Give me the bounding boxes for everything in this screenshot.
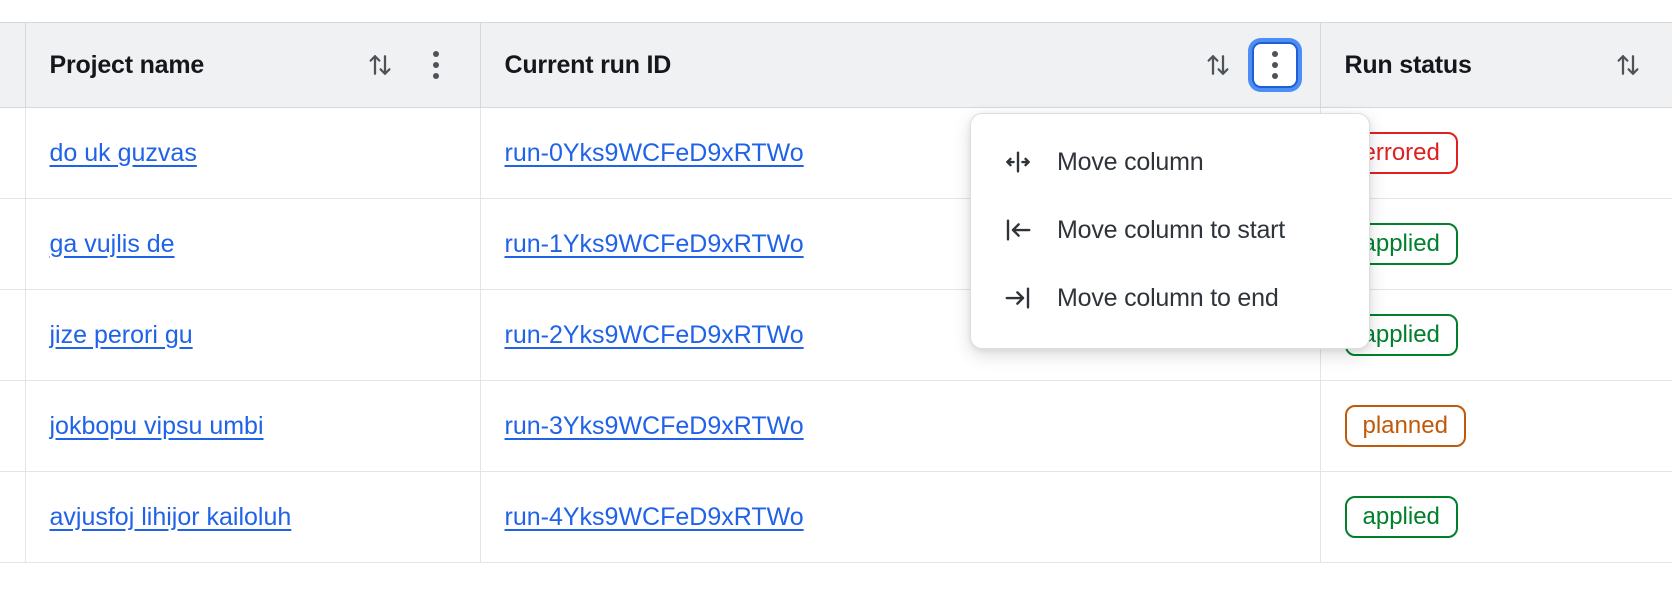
run-status-cell: applied xyxy=(1320,198,1672,290)
project-name-cell: jize perori gu xyxy=(25,289,481,381)
menu-item-move-column-to-start[interactable]: Move column to start xyxy=(971,196,1369,264)
run-status-cell: applied xyxy=(1320,471,1672,563)
project-name-cell: jokbopu vipsu umbi xyxy=(25,380,481,472)
table-row: avjusfoj lihijor kailoluh run-4Yks9WCFeD… xyxy=(0,471,1672,563)
run-id-link[interactable]: run-1Yks9WCFeD9xRTWo xyxy=(504,229,804,258)
move-column-to-end-icon xyxy=(1001,281,1035,315)
project-link[interactable]: jize perori gu xyxy=(49,320,193,349)
project-link[interactable]: jokbopu vipsu umbi xyxy=(49,411,264,440)
row-select-cell[interactable] xyxy=(0,107,26,199)
menu-item-move-column[interactable]: Move column xyxy=(971,128,1369,196)
project-link[interactable]: ga vujlis de xyxy=(49,229,175,258)
header-row: Project name xyxy=(0,22,1672,108)
sort-button-current-run-id[interactable] xyxy=(1196,43,1240,87)
column-header-select xyxy=(0,22,26,108)
row-select-cell[interactable] xyxy=(0,380,26,472)
project-name-cell: do uk guzvas xyxy=(25,107,481,199)
row-select-cell[interactable] xyxy=(0,289,26,381)
table-row: jize perori gu run-2Yks9WCFeD9xRTWo appl… xyxy=(0,289,1672,381)
sort-icon xyxy=(1617,55,1639,75)
menu-item-label: Move column xyxy=(1057,147,1204,176)
menu-item-label: Move column to start xyxy=(1057,215,1286,244)
run-id-link[interactable]: run-3Yks9WCFeD9xRTWo xyxy=(504,411,804,440)
run-id-link[interactable]: run-2Yks9WCFeD9xRTWo xyxy=(504,320,804,349)
column-menu-button-current-run-id[interactable] xyxy=(1251,42,1298,88)
column-menu-button-project-name[interactable] xyxy=(414,43,458,87)
sort-icon xyxy=(1207,55,1228,75)
overflow-menu-vertical-icon xyxy=(1271,51,1278,79)
column-header-current-run-id: Current run ID xyxy=(480,22,1321,108)
menu-item-label: Move column to end xyxy=(1057,283,1279,312)
overflow-menu-vertical-icon xyxy=(432,51,439,79)
sort-icon xyxy=(369,55,390,75)
column-header-label-current-run-id: Current run ID xyxy=(504,50,672,79)
table-row: jokbopu vipsu umbi run-3Yks9WCFeD9xRTWo … xyxy=(0,380,1672,472)
menu-item-move-column-to-end[interactable]: Move column to end xyxy=(971,264,1369,332)
project-name-cell: avjusfoj lihijor kailoluh xyxy=(25,471,481,563)
row-select-cell[interactable] xyxy=(0,198,26,290)
column-header-label-project-name: Project name xyxy=(49,50,205,79)
sort-button-project-name[interactable] xyxy=(358,43,402,87)
project-link[interactable]: do uk guzvas xyxy=(49,138,197,167)
run-status-cell: planned xyxy=(1320,380,1672,472)
status-badge: applied xyxy=(1344,314,1458,356)
run-status-cell: errored xyxy=(1320,107,1672,199)
move-column-to-start-icon xyxy=(1001,213,1035,247)
projects-table: Project name xyxy=(0,22,1672,563)
run-status-cell: applied xyxy=(1320,289,1672,381)
column-options-menu: Move column Move column to start Move co… xyxy=(970,113,1370,349)
column-header-label-run-status: Run status xyxy=(1344,50,1472,79)
row-select-cell[interactable] xyxy=(0,471,26,563)
table-body: do uk guzvas run-0Yks9WCFeD9xRTWo errore… xyxy=(0,107,1672,563)
current-run-id-cell: run-3Yks9WCFeD9xRTWo xyxy=(480,380,1321,472)
move-column-icon xyxy=(1001,145,1035,179)
status-badge: planned xyxy=(1344,405,1466,447)
table-row: ga vujlis de run-1Yks9WCFeD9xRTWo applie… xyxy=(0,198,1672,290)
table-row: do uk guzvas run-0Yks9WCFeD9xRTWo errore… xyxy=(0,107,1672,199)
project-name-cell: ga vujlis de xyxy=(25,198,481,290)
column-header-project-name: Project name xyxy=(25,22,481,108)
project-link[interactable]: avjusfoj lihijor kailoluh xyxy=(49,502,292,531)
run-id-link[interactable]: run-4Yks9WCFeD9xRTWo xyxy=(504,502,804,531)
run-id-link[interactable]: run-0Yks9WCFeD9xRTWo xyxy=(504,138,804,167)
column-header-run-status: Run status xyxy=(1320,22,1672,108)
current-run-id-cell: run-4Yks9WCFeD9xRTWo xyxy=(480,471,1321,563)
status-badge: applied xyxy=(1344,496,1458,538)
table-header: Project name xyxy=(0,22,1672,108)
sort-button-run-status[interactable] xyxy=(1606,43,1650,87)
